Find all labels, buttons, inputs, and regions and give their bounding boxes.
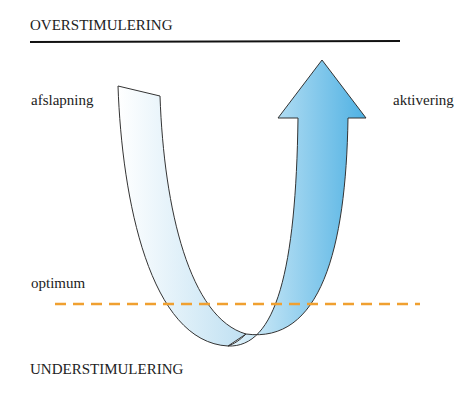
axis-label: afslapning	[31, 91, 93, 109]
axis-label: aktivering	[393, 91, 454, 109]
zone-label: UNDERSTIMULERING	[30, 360, 183, 378]
level-label: optimum	[31, 274, 85, 292]
relaxation-ribbon	[118, 86, 246, 346]
top-rule	[30, 41, 400, 42]
zone-label: OVERSTIMULERING	[30, 16, 173, 34]
optimum-line	[55, 303, 420, 306]
